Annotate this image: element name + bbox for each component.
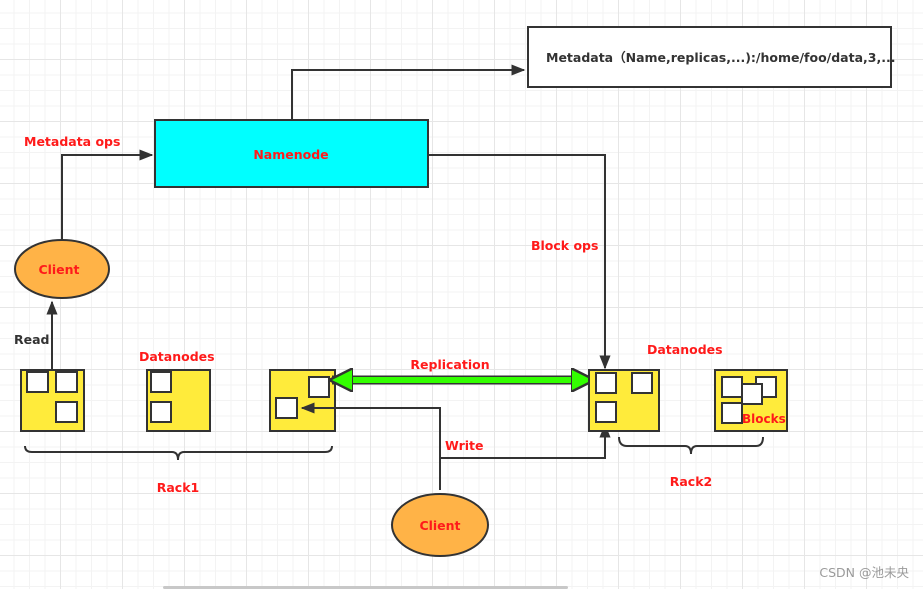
- rack2-datanodes-label: Datanodes: [647, 342, 723, 357]
- block: [595, 372, 617, 394]
- client-reader-label: Client: [38, 262, 79, 277]
- block: [55, 371, 78, 393]
- rack1-datanode-3: [269, 369, 336, 432]
- read-label: Read: [14, 332, 50, 347]
- metadata-ops-label: Metadata ops: [24, 134, 120, 149]
- rack1-datanode-1: [20, 369, 85, 432]
- metadata-ops-edge: [61, 149, 154, 240]
- block-ops-edge: [428, 154, 611, 370]
- client-writer-label: Client: [419, 518, 460, 533]
- watermark: CSDN @池未央: [819, 565, 909, 580]
- block: [55, 401, 78, 423]
- namenode-label: Namenode: [253, 147, 328, 162]
- write-edge-rack2: [440, 423, 611, 459]
- block: [595, 401, 617, 423]
- replication-label: Replication: [410, 357, 489, 372]
- block: [631, 372, 653, 394]
- namenode-to-metadata-edge: [291, 64, 526, 120]
- metadata-box: Metadata（Name,replicas,...):/home/foo/da…: [527, 26, 895, 88]
- horizontal-scrollbar[interactable]: [163, 586, 568, 589]
- block: [26, 371, 49, 393]
- client-reader: Client: [14, 239, 110, 299]
- write-label: Write: [445, 438, 483, 453]
- block: [275, 397, 298, 419]
- block: [741, 383, 763, 405]
- client-writer: Client: [391, 493, 489, 557]
- block-ops-label: Block ops: [531, 238, 598, 253]
- block: [721, 402, 743, 424]
- block: [150, 401, 172, 423]
- rack1-label: Rack1: [157, 480, 199, 495]
- rack1-datanode-2: [146, 369, 211, 432]
- rack1-datanodes-label: Datanodes: [139, 349, 215, 364]
- rack1-brace: [24, 445, 333, 461]
- namenode: Namenode: [154, 119, 429, 188]
- rack2-label: Rack2: [670, 474, 712, 489]
- block: [308, 376, 330, 398]
- rack2-datanode-2: Blocks: [714, 369, 788, 432]
- rack2-datanode-1: [588, 369, 660, 432]
- rack2-brace: [618, 436, 764, 455]
- write-edge-rack1: [300, 402, 441, 490]
- metadata-text: Metadata（Name,replicas,...):/home/foo/da…: [546, 50, 895, 65]
- block: [150, 371, 172, 393]
- block: [721, 376, 743, 398]
- blocks-label: Blocks: [742, 412, 786, 426]
